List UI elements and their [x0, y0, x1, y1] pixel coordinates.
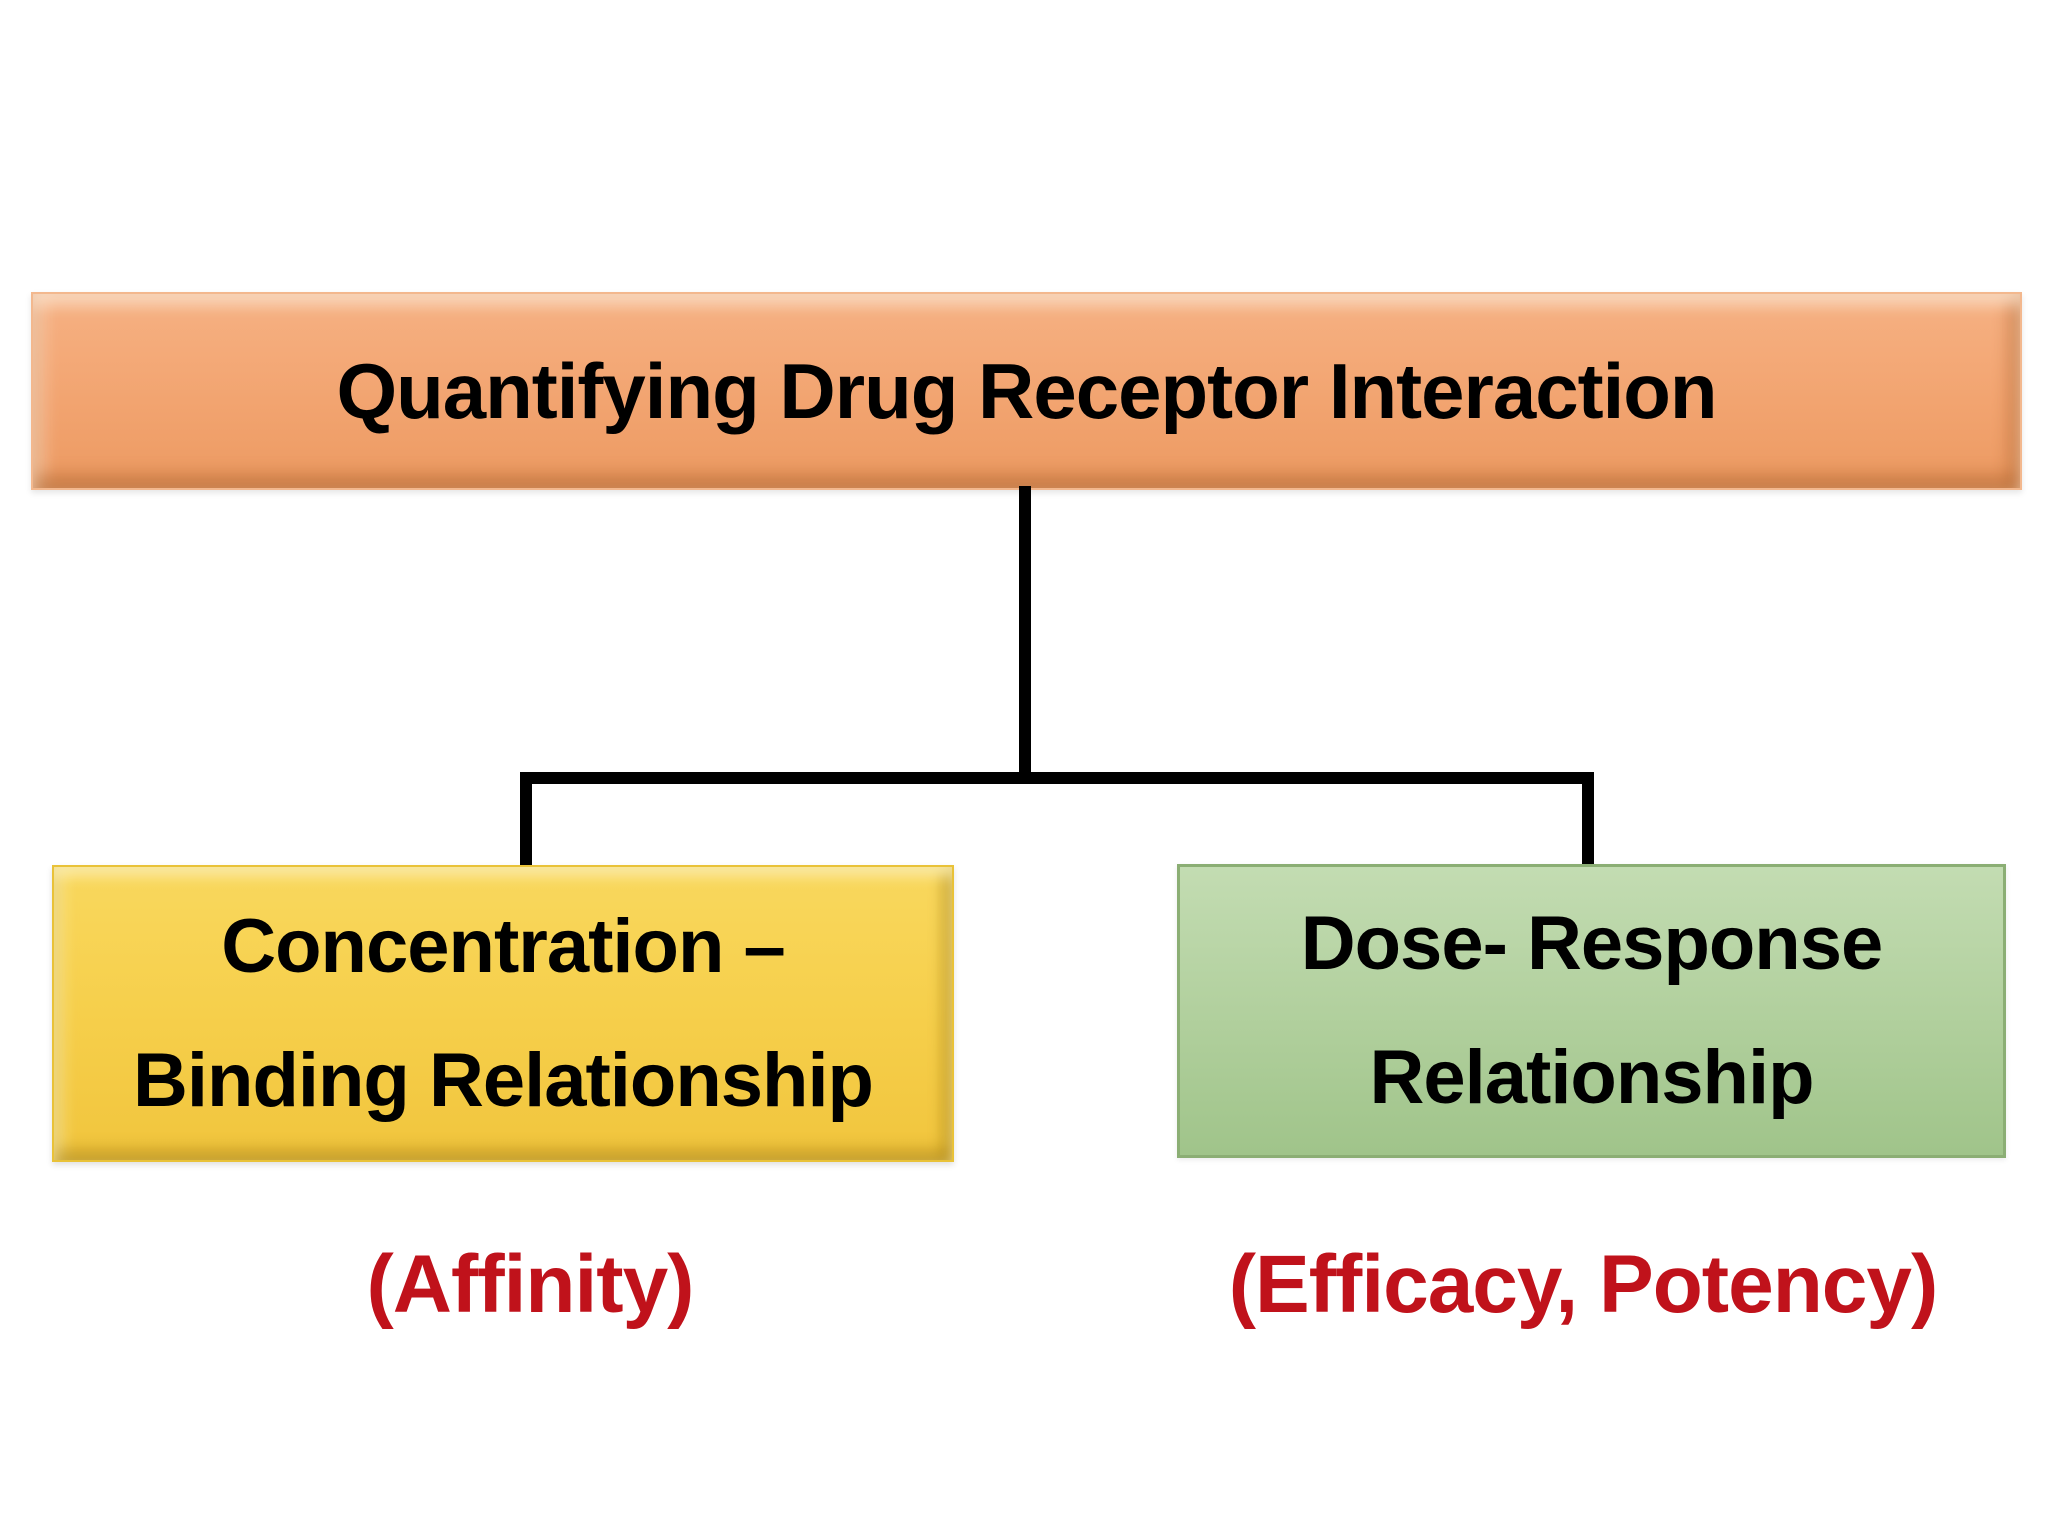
annotation-affinity: (Affinity): [366, 1239, 694, 1330]
node-quantifying-drug-receptor-interaction: Quantifying Drug Receptor Interaction: [31, 292, 2022, 490]
concentration-binding-line2: Binding Relationship: [133, 1037, 874, 1123]
node-concentration-binding-relationship: Concentration – Binding Relationship: [52, 865, 954, 1162]
root-node-label: Quantifying Drug Receptor Interaction: [336, 346, 1717, 435]
connector-root-stem: [1019, 486, 1031, 776]
connector-left-drop: [520, 784, 532, 866]
concentration-binding-line1: Concentration –: [221, 903, 785, 989]
annotation-efficacy-potency: (Efficacy, Potency): [1228, 1239, 1939, 1330]
dose-response-line2: Relationship: [1369, 1035, 1814, 1120]
connector-right-drop: [1582, 784, 1594, 864]
connector-horizontal-bar: [520, 772, 1594, 784]
dose-response-line1: Dose- Response: [1300, 901, 1883, 986]
node-dose-response-relationship: Dose- Response Relationship: [1177, 864, 2006, 1158]
